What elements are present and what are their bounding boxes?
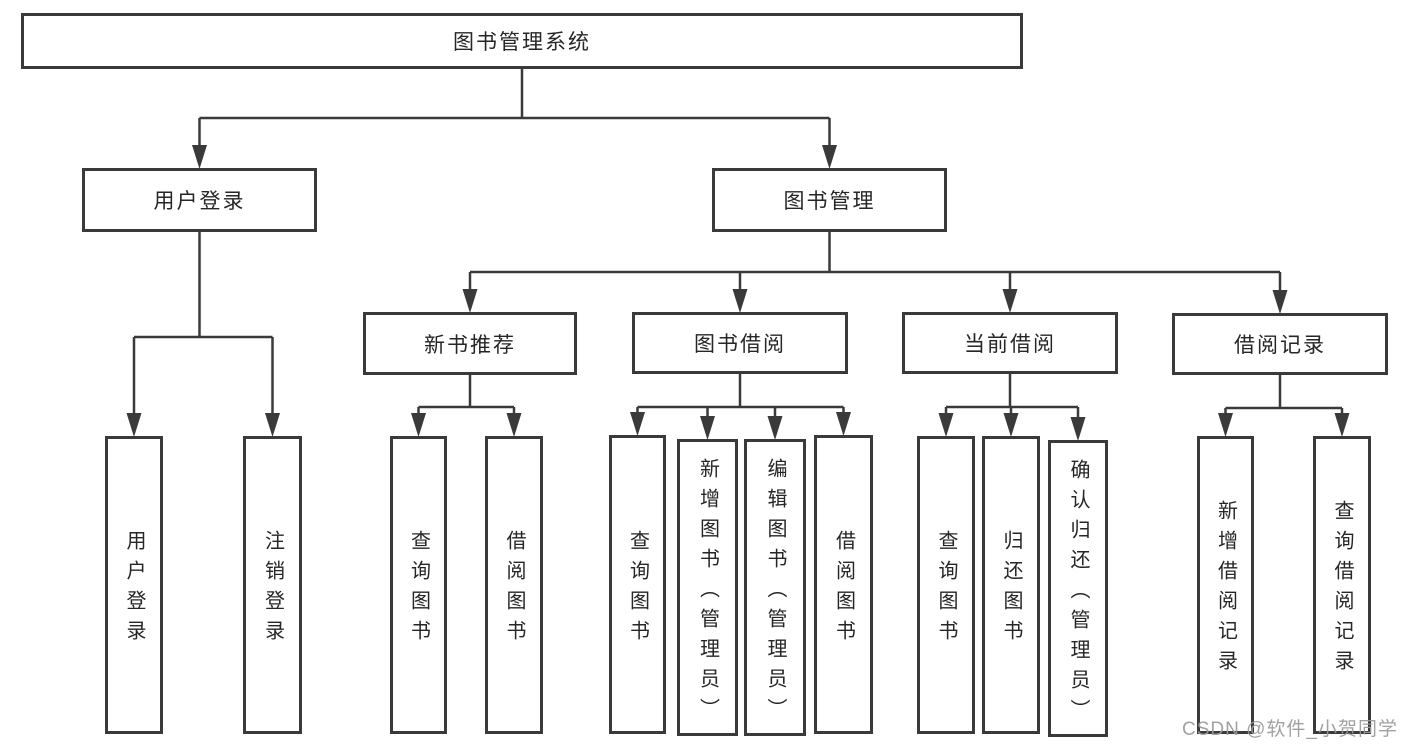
arrowhead-icon [192,145,207,169]
node-label: 注销登录 [261,530,284,650]
node-label: 图书管理 [783,190,876,213]
arrowhead-icon [822,145,837,169]
node-label: 当前借阅 [964,333,1056,356]
arrowhead-icon [1272,290,1288,314]
arrowhead-icon [462,289,478,313]
node-library-management-system: 图书管理系统 [21,13,1023,69]
arrowhead-icon [1002,289,1018,313]
node-return-books: 归还图书 [982,436,1040,734]
node-add-borrowing-record: 新增借阅记录 [1197,436,1254,734]
node-new-book-recommendation: 新书推荐 [363,312,577,375]
node-user-login: 用户登录 [105,436,163,734]
node-borrow-books: 借阅图书 [814,435,873,734]
node-label: 用户登录 [153,190,246,213]
node-borrow-books: 借阅图书 [485,436,543,734]
node-label: 图书管理系统 [453,31,591,54]
node-label: 查询图书 [935,530,957,650]
watermark-text: CSDN @软件_小贺同学 [1182,719,1398,740]
node-label: 借阅记录 [1234,334,1326,357]
node-query-books: 查询图书 [609,435,666,734]
node-book-management: 图书管理 [712,168,947,232]
arrowhead-icon [1070,417,1086,441]
arrowhead-icon [1334,413,1350,437]
arrowhead-icon [630,412,645,436]
node-book-borrowing: 图书借阅 [632,312,848,374]
node-logout: 注销登录 [243,436,302,734]
node-label: 图书借阅 [694,333,786,356]
node-label: 查询图书 [626,529,649,650]
arrowhead-icon [700,416,715,440]
arrowhead-icon [767,416,783,440]
node-add-books-admin: 新增图书（管理员） [677,439,738,736]
node-label: 新增借阅记录 [1214,500,1237,680]
arrowhead-icon [411,413,426,437]
arrowhead-icon [1003,413,1019,437]
node-label: 编辑图书（管理员） [764,457,786,728]
node-query-borrowing-record: 查询借阅记录 [1313,436,1371,734]
node-label: 用户登录 [123,530,145,650]
arrowhead-icon [836,412,851,436]
node-borrowing-records: 借阅记录 [1172,313,1388,375]
node-label: 新增图书（管理员） [696,457,719,728]
node-user-login-module: 用户登录 [82,168,317,232]
node-label: 借阅图书 [503,530,525,650]
arrowhead-icon [506,413,522,437]
node-current-borrowing: 当前借阅 [902,312,1118,374]
node-edit-books-admin: 编辑图书（管理员） [744,439,806,736]
arrowhead-icon [126,413,142,437]
arrowhead-icon [265,413,280,437]
node-label: 借阅图书 [832,529,855,650]
arrowhead-icon [938,413,954,437]
node-label: 查询借阅记录 [1331,500,1353,680]
node-label: 新书推荐 [424,333,516,357]
node-label: 查询图书 [407,530,430,650]
arrowhead-icon [1218,413,1233,437]
arrowhead-icon [732,289,748,313]
node-confirm-return-admin: 确认归还（管理员） [1048,440,1108,737]
node-label: 确认归还（管理员） [1067,458,1089,729]
node-query-books: 查询图书 [917,436,975,734]
node-label: 归还图书 [1000,530,1022,650]
node-query-books: 查询图书 [390,436,447,734]
